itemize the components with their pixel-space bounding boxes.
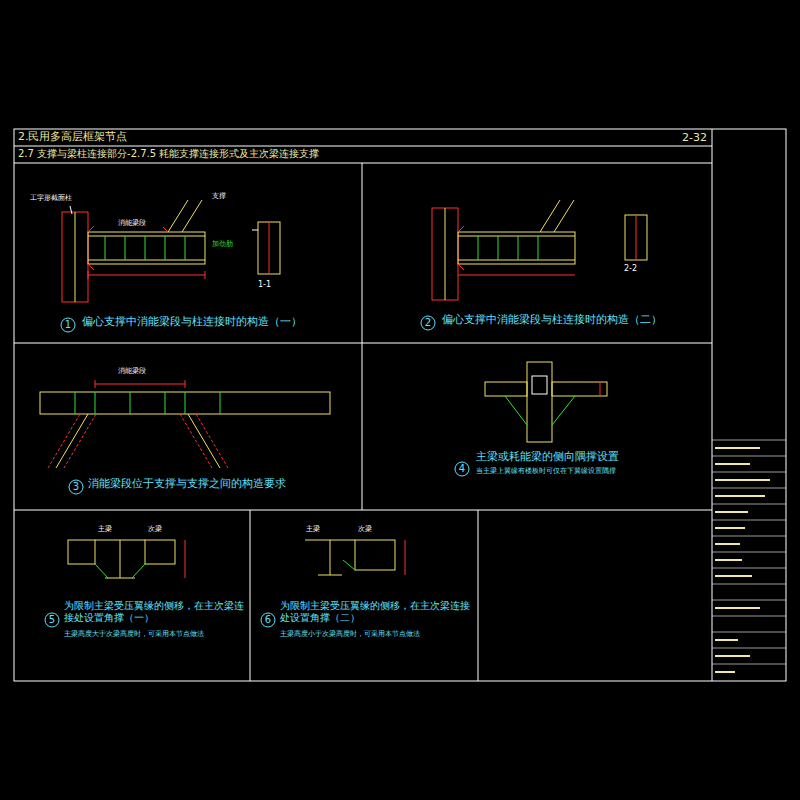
drawing-label: 主梁或耗能梁的侧向隅撑设置 bbox=[476, 451, 619, 464]
drawing-label: 主梁高度小于次梁高度时，可采用本节点做法 bbox=[280, 630, 470, 638]
callout-circles bbox=[45, 316, 469, 627]
detail-2 bbox=[432, 200, 647, 300]
drawing-label: 为限制主梁受压翼缘的侧移，在主次梁连接处设置角撑（二） bbox=[280, 600, 470, 623]
drawing-label: 1-1 bbox=[258, 280, 271, 289]
drawing-label: 主梁高度大于次梁高度时，可采用本节点做法 bbox=[64, 630, 244, 638]
drawing-label: 工字形截面柱 bbox=[30, 194, 72, 202]
drawing-label: 消能梁段位于支撑与支撑之间的构造要求 bbox=[88, 478, 286, 491]
drawing-label: 2.7 支撑与梁柱连接部分-2.7.5 耗能支撑连接形式及主次梁连接支撑 bbox=[18, 148, 319, 160]
sheet-title: 2.民用多高层框架节点 bbox=[18, 131, 128, 144]
drawing-label: 支撑 bbox=[212, 192, 226, 200]
detail-1 bbox=[62, 200, 280, 302]
drawing-label: 次梁 bbox=[358, 525, 372, 533]
drawing-label: 当主梁上翼缘有楼板时可仅在下翼缘设置隅撑 bbox=[476, 467, 616, 475]
detail-4 bbox=[485, 362, 607, 442]
callout-number: 3 bbox=[69, 480, 83, 494]
drawing-label: 偏心支撑中消能梁段与柱连接时的构造（一） bbox=[82, 316, 302, 329]
callout-number: 6 bbox=[261, 613, 275, 627]
drawing-label: 主梁 bbox=[306, 525, 320, 533]
drawing-label: 2-2 bbox=[624, 264, 637, 273]
title-block bbox=[712, 440, 786, 664]
title-block-marks bbox=[715, 448, 770, 672]
drawing-label: 主梁 bbox=[98, 525, 112, 533]
callout-number: 1 bbox=[61, 318, 75, 332]
callout-number: 4 bbox=[455, 462, 469, 476]
sheet-frame bbox=[14, 129, 786, 681]
drawing-label: 为限制主梁受压翼缘的侧移，在主次梁连接处设置角撑（一） bbox=[64, 600, 244, 623]
detail-3 bbox=[40, 380, 330, 468]
drawing-label: 消能梁段 bbox=[118, 219, 146, 227]
drawing-label: 消能梁段 bbox=[118, 367, 146, 375]
callout-number: 5 bbox=[45, 613, 59, 627]
drawing-label: 加劲肋 bbox=[212, 240, 233, 248]
detail-5 bbox=[68, 540, 185, 578]
callout-number: 2 bbox=[421, 316, 435, 330]
drawing-label: 2-32 bbox=[682, 132, 707, 145]
detail-6 bbox=[305, 540, 405, 575]
drawing-label: 偏心支撑中消能梁段与柱连接时的构造（二） bbox=[442, 314, 662, 327]
drawing-label: 次梁 bbox=[148, 525, 162, 533]
